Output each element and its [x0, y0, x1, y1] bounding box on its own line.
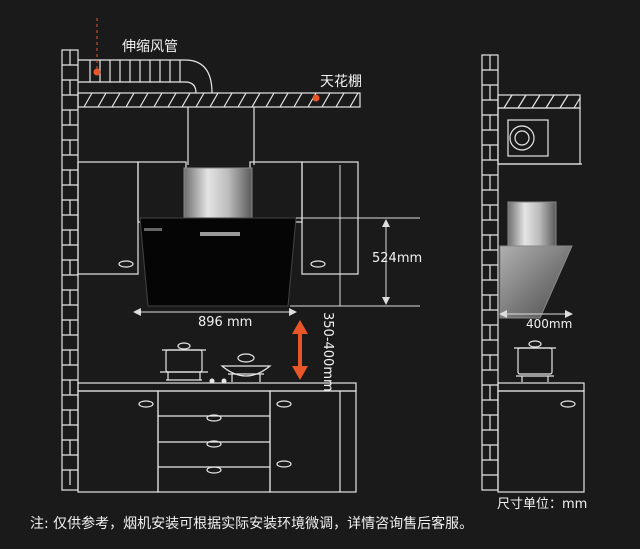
- install-height-label: 350-400mm: [320, 312, 335, 392]
- chimney-bracket: [187, 107, 255, 165]
- hood-width-label: 896 mm: [198, 315, 253, 330]
- ceiling-label: 天花棚: [320, 74, 362, 90]
- base-cabinet-left: [77, 390, 159, 493]
- ceiling-slab-side: [497, 94, 581, 109]
- ceiling-leader: [312, 94, 320, 102]
- hood-chimney-side: [507, 201, 557, 247]
- stove-knob: [209, 378, 215, 384]
- cabinet-handle: [118, 260, 134, 268]
- upper-cabinet-left: [77, 161, 139, 275]
- side-view: [481, 54, 582, 491]
- countertop: [77, 382, 357, 392]
- wok-right: [220, 353, 272, 382]
- base-cabinet-right: [269, 390, 357, 493]
- pot-side: [514, 340, 556, 382]
- duct-side: [507, 119, 549, 157]
- hood-logo: [144, 228, 162, 231]
- install-height-arrow: [292, 320, 308, 380]
- range-hood-front: [139, 217, 297, 307]
- stove-knob: [221, 378, 227, 384]
- hood-chimney: [183, 167, 253, 219]
- range-hood-side: [499, 245, 573, 319]
- base-cabinet-side: [497, 390, 585, 493]
- hood-height-label: 524mm: [372, 251, 423, 266]
- flexible-duct: [78, 59, 213, 94]
- hood-control-panel: [200, 232, 240, 236]
- ceiling-slab: [77, 92, 361, 108]
- duct-leader: [93, 18, 101, 76]
- pot-left: [160, 342, 208, 381]
- upper-cabinet-left2: [137, 161, 187, 223]
- unit-label: 尺寸单位：mm: [497, 497, 588, 512]
- footnote: 注: 仅供参考，烟机安装可根据实际安装环境微调，详情咨询售后客服。: [30, 516, 474, 532]
- hood-depth-label: 400mm: [526, 317, 573, 331]
- countertop-side: [497, 382, 585, 392]
- cabinet-handle: [310, 260, 326, 268]
- duct-label: 伸缩风管: [122, 39, 178, 55]
- brick-wall-left: [61, 49, 79, 491]
- upper-cabinet-right2: [249, 161, 303, 223]
- brick-wall-right: [481, 54, 499, 491]
